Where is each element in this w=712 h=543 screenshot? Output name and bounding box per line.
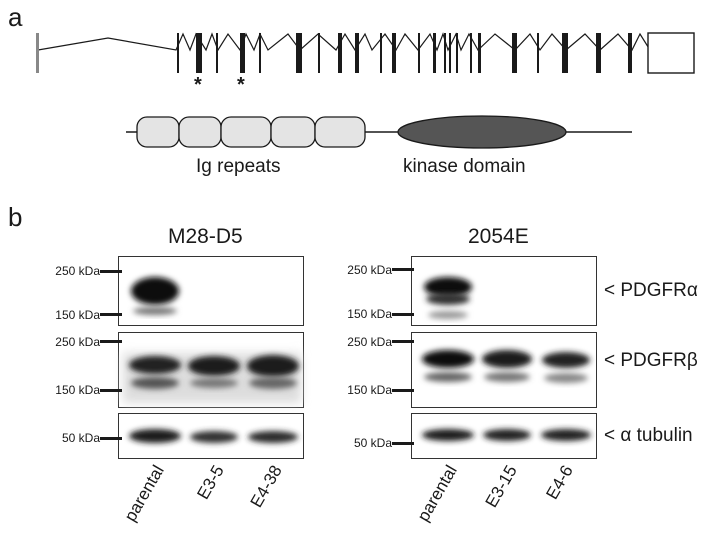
- ig-repeats-label: Ig repeats: [196, 156, 281, 177]
- mw-marker: 150 kDa: [55, 308, 100, 322]
- exon: [338, 33, 342, 73]
- exon: [355, 33, 359, 73]
- blot-m28-tubulin: [118, 413, 304, 459]
- exon: [628, 33, 632, 73]
- ig-repeat-1: [136, 116, 180, 148]
- band-pdgfrb-e3-5: [188, 356, 240, 376]
- mw-marker: 150 kDa: [55, 383, 100, 397]
- mw-tick: [392, 268, 414, 271]
- lane-label: parental: [120, 462, 168, 525]
- exon: [596, 33, 601, 73]
- ig-repeat-2: [178, 116, 222, 148]
- band-tubulin-parental: [129, 429, 181, 443]
- exon: [470, 33, 472, 73]
- exon: [216, 33, 218, 73]
- blot-2054e-tubulin: [411, 413, 597, 459]
- blot-2054e-pdgfra: [411, 256, 597, 326]
- exon-1: [36, 33, 39, 73]
- band-tubulin-e4-38: [248, 431, 298, 443]
- exon: [444, 33, 446, 73]
- band-pdgfrb-parental: [422, 350, 474, 368]
- mw-tick: [100, 340, 122, 343]
- blot-m28-pdgfrb: [118, 332, 304, 408]
- lane-label: E4-6: [542, 462, 577, 503]
- band-pdgfrb-parental: [129, 356, 181, 374]
- mw-tick: [100, 270, 122, 273]
- mw-marker: 150 kDa: [347, 307, 392, 321]
- exon: [449, 33, 451, 73]
- asterisk-1: *: [194, 74, 202, 96]
- exon: [380, 33, 382, 73]
- protein-label-pdgfrb: < PDGFRβ: [604, 350, 698, 371]
- protein-label-pdgfra: < PDGFRα: [604, 280, 698, 301]
- kinase-domain-label: kinase domain: [403, 156, 526, 177]
- mw-marker: 250 kDa: [55, 264, 100, 278]
- protein-label-tubulin: < α tubulin: [604, 425, 693, 446]
- protein-domain-diagram: [126, 115, 632, 149]
- exon: [296, 33, 302, 73]
- exon-asterisk-1: [196, 33, 202, 73]
- band-tubulin-e4-6: [541, 429, 591, 441]
- mw-tick: [392, 389, 414, 392]
- blot-2054e-pdgfrb: [411, 332, 597, 408]
- exon: [562, 33, 568, 73]
- lane-label: E3-15: [481, 462, 521, 511]
- blot-m28-pdgfra: [118, 256, 304, 326]
- exon: [537, 33, 539, 73]
- exon: [318, 33, 320, 73]
- ig-repeat-4: [270, 116, 316, 148]
- lane-label: E4-38: [246, 462, 286, 511]
- band-pdgfra-parental: [424, 277, 472, 297]
- ig-repeats: [136, 116, 366, 148]
- gene-structure-diagram: [36, 32, 695, 74]
- exon-asterisk-2: [240, 33, 245, 73]
- mw-tick: [100, 313, 122, 316]
- band-pdgfrb-e4-38: [247, 355, 299, 377]
- band-pdgfra-parental-lower: [133, 307, 177, 315]
- mw-tick: [100, 437, 122, 440]
- exon: [177, 33, 179, 73]
- lane-label: parental: [413, 462, 461, 525]
- blot-title-2054e: 2054E: [468, 225, 529, 248]
- exon-utr: [647, 32, 695, 74]
- mw-tick: [392, 442, 414, 445]
- asterisk-2: *: [237, 74, 245, 96]
- mw-marker: 50 kDa: [353, 436, 392, 450]
- mw-marker: 150 kDa: [347, 383, 392, 397]
- exon: [456, 33, 458, 73]
- mw-marker: 250 kDa: [347, 335, 392, 349]
- mw-tick: [100, 389, 122, 392]
- exon: [478, 33, 481, 73]
- ig-repeat-5: [314, 116, 366, 148]
- kinase-domain: [397, 115, 567, 149]
- exon: [392, 33, 396, 73]
- mw-marker: 50 kDa: [61, 431, 100, 445]
- mw-marker: 250 kDa: [347, 263, 392, 277]
- exon: [433, 33, 436, 73]
- band-tubulin-parental: [422, 429, 474, 441]
- ig-repeat-3: [220, 116, 272, 148]
- blot-title-m28-d5: M28-D5: [168, 225, 243, 248]
- mw-marker: 250 kDa: [55, 335, 100, 349]
- intron-lines: [37, 32, 651, 52]
- band-tubulin-e3-15: [483, 429, 531, 441]
- mw-tick: [392, 340, 414, 343]
- mw-tick: [392, 313, 414, 316]
- exons: [36, 33, 632, 73]
- band-pdgfra-parental: [131, 277, 179, 305]
- band-tubulin-e3-5: [190, 431, 238, 443]
- panel-label-b: b: [8, 202, 23, 232]
- exon: [418, 33, 420, 73]
- exon: [512, 33, 517, 73]
- panel-label-a: a: [8, 2, 23, 32]
- exon: [259, 33, 261, 73]
- lane-label: E3-5: [193, 462, 228, 503]
- band-pdgfrb-e4-6: [542, 352, 590, 368]
- band-pdgfrb-e3-15: [482, 350, 532, 368]
